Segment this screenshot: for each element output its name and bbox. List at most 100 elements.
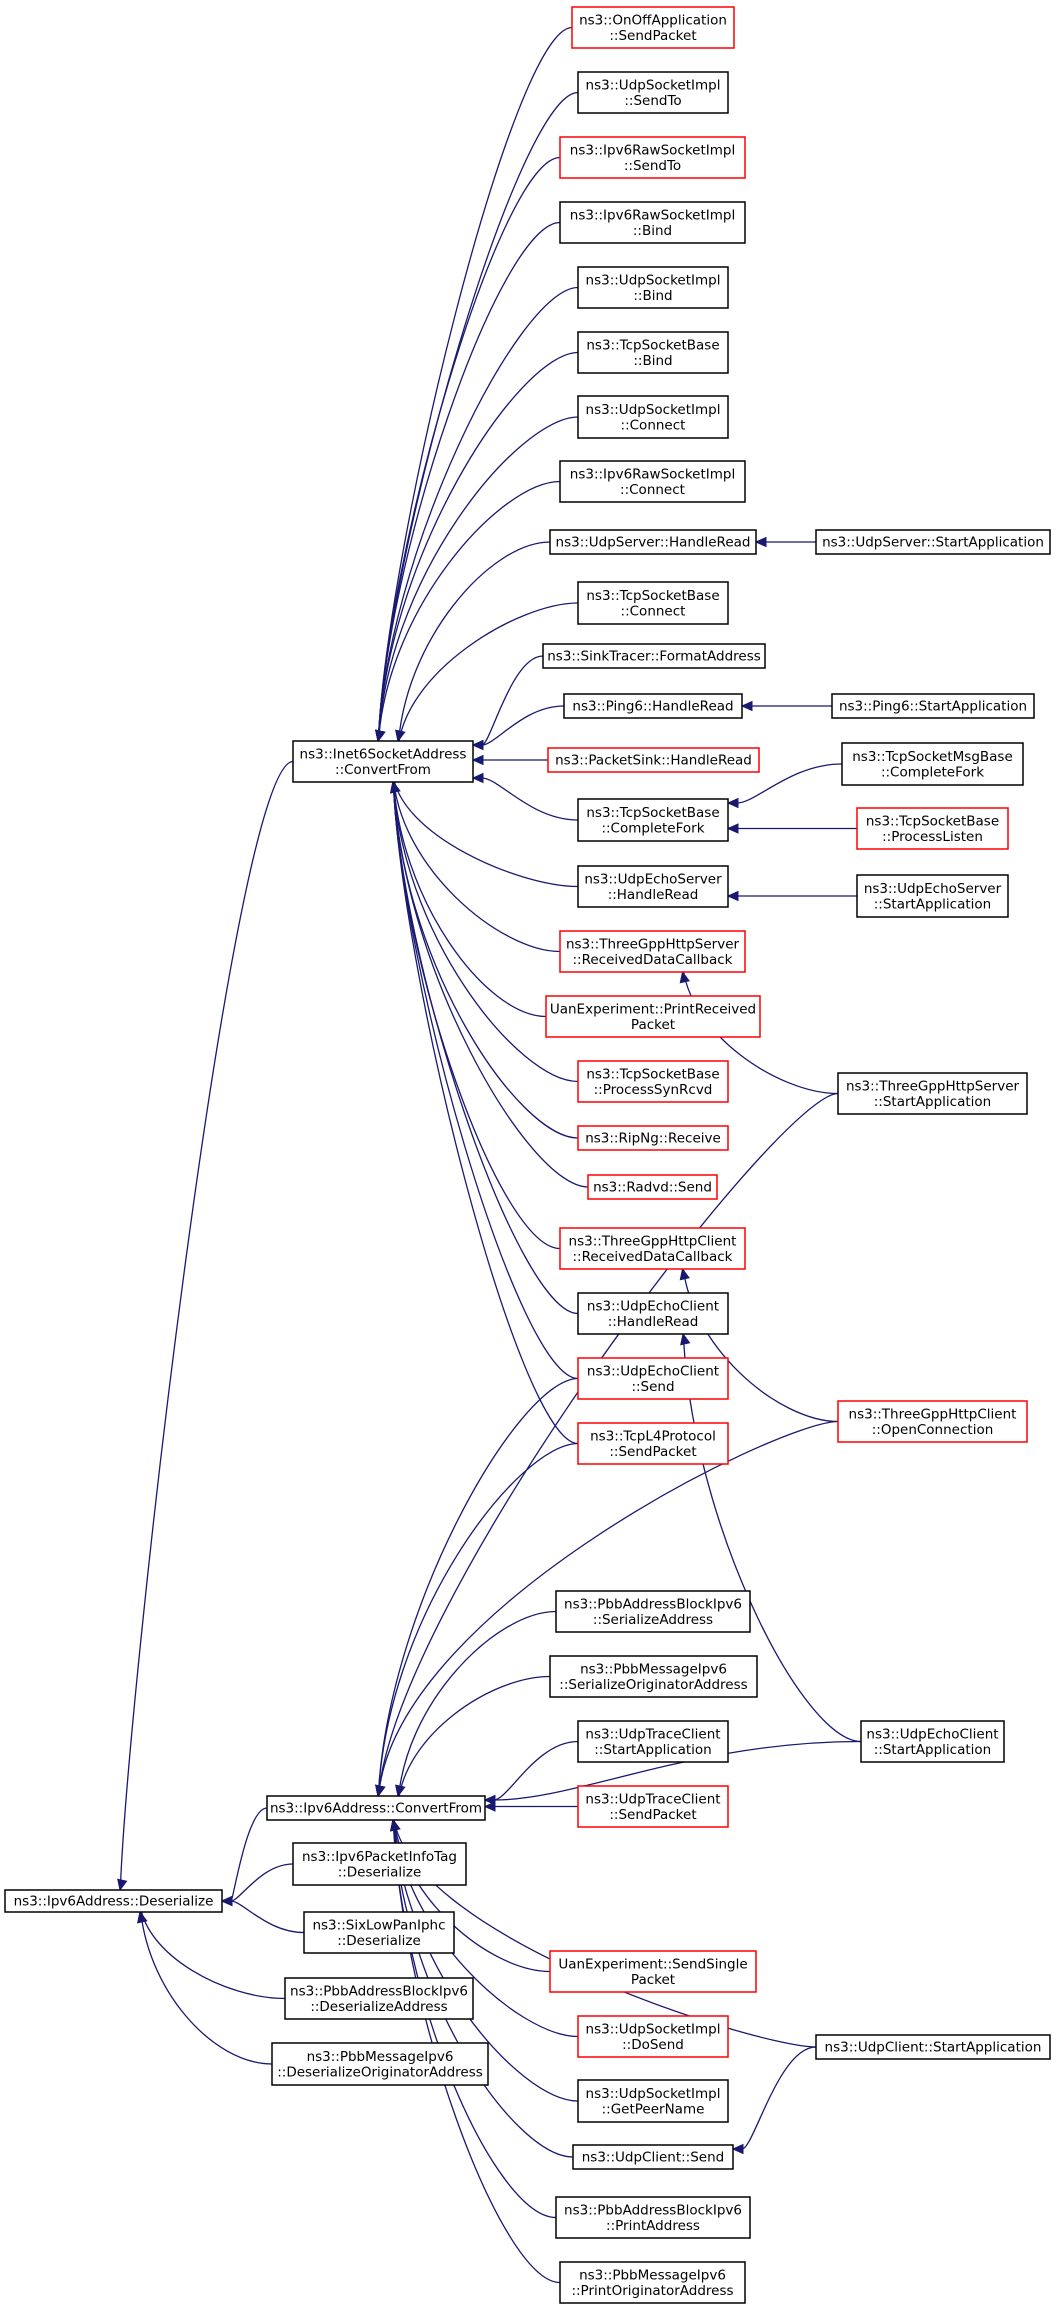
node-udpserversa[interactable]: ns3::UdpServer::StartApplication <box>815 529 1051 555</box>
node-rawbind[interactable]: ns3::Ipv6RawSocketImpl::Bind <box>559 201 746 244</box>
node-pbbmsg-des[interactable]: ns3::PbbMessageIpv6::DeserializeOriginat… <box>271 2042 489 2086</box>
node-box[interactable] <box>559 2261 746 2304</box>
node-box[interactable] <box>577 1720 729 1763</box>
node-box[interactable] <box>577 331 729 374</box>
node-box[interactable] <box>292 1842 467 1886</box>
node-box[interactable] <box>856 874 1009 918</box>
node-udpconnect[interactable]: ns3::UdpSocketImpl::Connect <box>577 395 729 439</box>
node-box[interactable] <box>266 1795 486 1821</box>
node-box[interactable] <box>545 995 761 1038</box>
node-tracesa[interactable]: ns3::UdpTraceClient::StartApplication <box>577 1720 729 1763</box>
node-sinktracer[interactable]: ns3::SinkTracer::FormatAddress <box>542 643 766 669</box>
node-rawsendto[interactable]: ns3::Ipv6RawSocketImpl::SendTo <box>559 136 746 179</box>
node-tcpconnect[interactable]: ns3::TcpSocketBase::Connect <box>577 581 729 625</box>
node-box[interactable] <box>559 136 746 179</box>
node-box[interactable] <box>577 2079 729 2123</box>
node-box[interactable] <box>549 1950 757 1993</box>
node-onoff[interactable]: ns3::OnOffApplication::SendPacket <box>571 6 735 49</box>
node-box[interactable] <box>841 742 1024 786</box>
node-box[interactable] <box>563 693 743 719</box>
node-sixlow[interactable]: ns3::SixLowPanIphc::Deserialize <box>303 1911 455 1954</box>
node-udpbind[interactable]: ns3::UdpSocketImpl::Bind <box>577 266 729 309</box>
node-box[interactable] <box>815 2034 1051 2060</box>
node-echoserversa[interactable]: ns3::UdpEchoServer::StartApplication <box>856 874 1009 918</box>
node-box[interactable] <box>577 1292 729 1335</box>
node-box[interactable] <box>577 266 729 309</box>
node-box[interactable] <box>577 581 729 625</box>
node-box[interactable] <box>860 1720 1005 1763</box>
node-box[interactable] <box>837 1072 1028 1115</box>
node-box[interactable] <box>571 6 735 49</box>
node-box[interactable] <box>587 1174 718 1200</box>
node-box[interactable] <box>577 1357 729 1400</box>
node-box[interactable] <box>577 1785 729 1828</box>
node-box[interactable] <box>577 395 729 439</box>
node-box[interactable] <box>559 930 746 973</box>
node-tcpmsgcf[interactable]: ns3::TcpSocketMsgBase::CompleteFork <box>841 742 1024 786</box>
node-httpclientrdc[interactable]: ns3::ThreeGppHttpClient::ReceivedDataCal… <box>559 1227 746 1270</box>
node-ipv6conv[interactable]: ns3::Ipv6Address::ConvertFrom <box>266 1795 486 1821</box>
node-box[interactable] <box>559 201 746 244</box>
node-box[interactable] <box>577 1060 729 1103</box>
node-udppeername[interactable]: ns3::UdpSocketImpl::GetPeerName <box>577 2079 729 2123</box>
node-tcpbind[interactable]: ns3::TcpSocketBase::Bind <box>577 331 729 374</box>
node-box[interactable] <box>271 2042 489 2086</box>
node-box[interactable] <box>837 1400 1028 1443</box>
node-tcplisten[interactable]: ns3::TcpSocketBase::ProcessListen <box>856 807 1009 850</box>
node-infotag[interactable]: ns3::Ipv6PacketInfoTag::Deserialize <box>292 1842 467 1886</box>
node-box[interactable] <box>577 798 729 842</box>
node-box[interactable] <box>292 740 474 783</box>
node-box[interactable] <box>577 865 729 908</box>
node-httpserversa[interactable]: ns3::ThreeGppHttpServer::StartApplicatio… <box>837 1072 1028 1115</box>
node-udpclientsend[interactable]: ns3::UdpClient::Send <box>572 2144 734 2170</box>
node-tcpcompletefork[interactable]: ns3::TcpSocketBase::CompleteFork <box>577 798 729 842</box>
node-tcpl4send[interactable]: ns3::TcpL4Protocol::SendPacket <box>577 1422 729 1465</box>
node-radvd[interactable]: ns3::Radvd::Send <box>587 1174 718 1200</box>
node-pbbblk-print[interactable]: ns3::PbbAddressBlockIpv6::PrintAddress <box>555 2196 751 2239</box>
node-pbbmsg-ser[interactable]: ns3::PbbMessageIpv6::SerializeOriginator… <box>549 1655 758 1698</box>
node-inet6[interactable]: ns3::Inet6SocketAddress::ConvertFrom <box>292 740 474 783</box>
node-tracesend[interactable]: ns3::UdpTraceClient::SendPacket <box>577 1785 729 1828</box>
node-pbbmsg-print[interactable]: ns3::PbbMessageIpv6::PrintOriginatorAddr… <box>559 2261 746 2304</box>
node-root[interactable]: ns3::Ipv6Address::Deserialize <box>4 1889 223 1913</box>
node-echoclientsend[interactable]: ns3::UdpEchoClient::Send <box>577 1357 729 1400</box>
node-box[interactable] <box>831 693 1035 719</box>
node-tcpsynrcvd[interactable]: ns3::TcpSocketBase::ProcessSynRcvd <box>577 1060 729 1103</box>
node-ripng[interactable]: ns3::RipNg::Receive <box>577 1125 729 1151</box>
node-box[interactable] <box>577 2015 729 2058</box>
node-box[interactable] <box>549 529 757 555</box>
node-box[interactable] <box>559 1227 746 1270</box>
node-box[interactable] <box>549 1655 758 1698</box>
node-httpserverrdc[interactable]: ns3::ThreeGppHttpServer::ReceivedDataCal… <box>559 930 746 973</box>
node-box[interactable] <box>555 2196 751 2239</box>
node-box[interactable] <box>303 1911 455 1954</box>
node-ping6sa[interactable]: ns3::Ping6::StartApplication <box>831 693 1035 719</box>
node-udpdosend[interactable]: ns3::UdpSocketImpl::DoSend <box>577 2015 729 2058</box>
node-echoclientsa[interactable]: ns3::UdpEchoClient::StartApplication <box>860 1720 1005 1763</box>
node-httpclientoc[interactable]: ns3::ThreeGppHttpClient::OpenConnection <box>837 1400 1028 1443</box>
node-rawconnect[interactable]: ns3::Ipv6RawSocketImpl::Connect <box>559 460 746 503</box>
node-box[interactable] <box>4 1889 223 1913</box>
node-box[interactable] <box>577 1422 729 1465</box>
node-box[interactable] <box>555 1590 751 1633</box>
node-udpclientsa[interactable]: ns3::UdpClient::StartApplication <box>815 2034 1051 2060</box>
node-box[interactable] <box>577 71 729 114</box>
node-udpserverhr[interactable]: ns3::UdpServer::HandleRead <box>549 529 757 555</box>
node-udpsendto[interactable]: ns3::UdpSocketImpl::SendTo <box>577 71 729 114</box>
node-pbbblk-des[interactable]: ns3::PbbAddressBlockIpv6::DeserializeAdd… <box>284 1977 474 2020</box>
node-box[interactable] <box>856 807 1009 850</box>
node-box[interactable] <box>815 529 1051 555</box>
node-echoserverhr[interactable]: ns3::UdpEchoServer::HandleRead <box>577 865 729 908</box>
node-box[interactable] <box>577 1125 729 1151</box>
node-echoclienthr[interactable]: ns3::UdpEchoClient::HandleRead <box>577 1292 729 1335</box>
node-pbbblk-ser[interactable]: ns3::PbbAddressBlockIpv6::SerializeAddre… <box>555 1590 751 1633</box>
node-box[interactable] <box>547 747 760 773</box>
node-box[interactable] <box>284 1977 474 2020</box>
node-ping6hr[interactable]: ns3::Ping6::HandleRead <box>563 693 743 719</box>
node-packetsink[interactable]: ns3::PacketSink::HandleRead <box>547 747 760 773</box>
node-box[interactable] <box>559 460 746 503</box>
node-box[interactable] <box>542 643 766 669</box>
node-box[interactable] <box>572 2144 734 2170</box>
